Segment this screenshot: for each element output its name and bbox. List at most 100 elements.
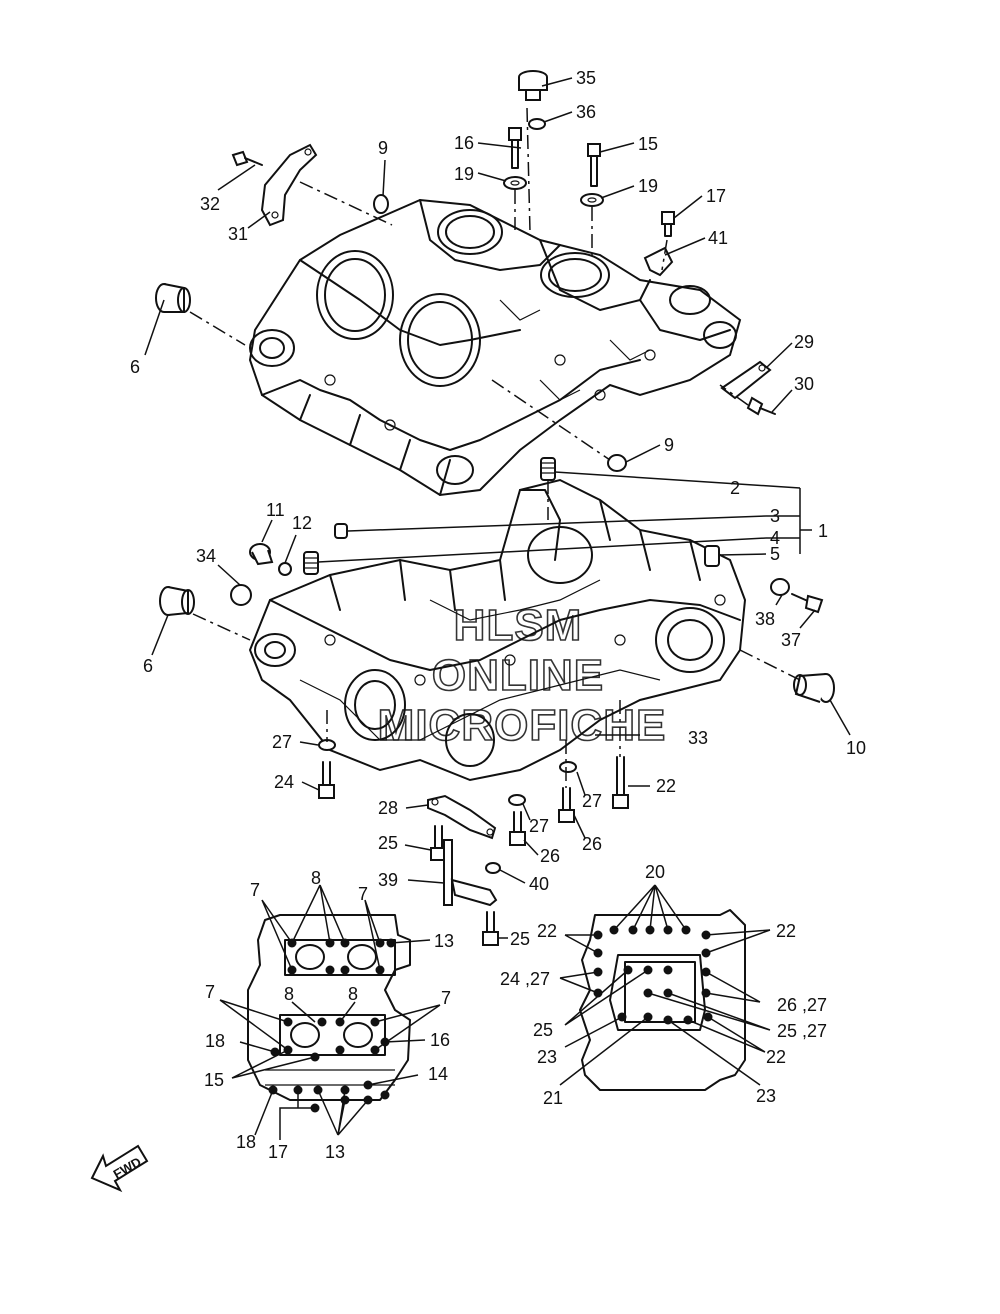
callout-22: 22 <box>766 1047 786 1067</box>
dowel-4 <box>303 551 319 575</box>
callout-27: 27 <box>582 791 602 811</box>
bolt-16 <box>508 127 522 169</box>
callout-34: 34 <box>196 546 216 566</box>
callout-40: 40 <box>529 874 549 894</box>
callout-21: 21 <box>543 1088 563 1108</box>
callout-26: 26 <box>582 834 602 854</box>
callout-24-27: 24 ,27 <box>500 969 550 989</box>
callout-37: 37 <box>781 630 801 650</box>
bushing-10 <box>793 673 835 703</box>
lower-crankcase <box>248 478 747 782</box>
pipe-39 <box>443 839 498 907</box>
callout-24: 24 <box>274 772 294 792</box>
callout-7: 7 <box>358 884 368 904</box>
callout-33: 33 <box>688 728 708 748</box>
bushing-6b <box>159 586 195 616</box>
bracket-41 <box>643 246 674 277</box>
washer-38 <box>770 578 790 596</box>
callout-32: 32 <box>200 194 220 214</box>
washer-19a <box>503 176 527 190</box>
callout-4: 4 <box>770 528 780 548</box>
dowel-2 <box>540 457 556 481</box>
callout-22: 22 <box>776 921 796 941</box>
screw-30 <box>746 396 776 416</box>
callout-9: 9 <box>378 138 388 158</box>
callout-22: 22 <box>656 776 676 796</box>
callout-41: 41 <box>708 228 728 248</box>
bolt-26b <box>509 811 526 846</box>
screw-32 <box>231 150 263 167</box>
callout-39: 39 <box>378 870 398 890</box>
callout-14: 14 <box>428 1064 448 1084</box>
callout-25-27: 25 ,27 <box>777 1021 827 1041</box>
callout-8: 8 <box>348 984 358 1004</box>
callout-31: 31 <box>228 224 248 244</box>
callout-18: 18 <box>236 1132 256 1152</box>
bolt-22 <box>612 756 629 809</box>
callout-20: 20 <box>645 862 665 882</box>
callout-29: 29 <box>794 332 814 352</box>
callout-6: 6 <box>130 357 140 377</box>
washer-27b <box>559 761 577 773</box>
forward-arrow-icon: FWD <box>90 1144 149 1193</box>
callout-23: 23 <box>756 1086 776 1106</box>
callout-17: 17 <box>268 1142 288 1162</box>
bolt-pattern-left <box>219 884 441 1140</box>
callout-17: 17 <box>706 186 726 206</box>
callout-labels: 35 36 16 15 9 19 19 17 32 31 41 29 6 30 … <box>130 68 866 1162</box>
watermark: HLSM ONLINE MICROFICHE <box>377 600 666 751</box>
callout-9: 9 <box>664 435 674 455</box>
callout-13: 13 <box>325 1142 345 1162</box>
callout-19: 19 <box>638 176 658 196</box>
callout-3: 3 <box>770 506 780 526</box>
callout-35: 35 <box>576 68 596 88</box>
bolt-25a <box>430 825 447 861</box>
callout-27: 27 <box>529 816 549 836</box>
callout-28: 28 <box>378 798 398 818</box>
callout-12: 12 <box>292 513 312 533</box>
bushing-6a <box>155 283 191 313</box>
callout-18: 18 <box>205 1031 225 1051</box>
bolt-26a <box>558 787 575 823</box>
callout-36: 36 <box>576 102 596 122</box>
callout-22: 22 <box>537 921 557 941</box>
plug-9a <box>373 194 389 214</box>
callout-23: 23 <box>537 1047 557 1067</box>
callout-7: 7 <box>250 880 260 900</box>
assembly-lines <box>189 107 801 788</box>
callout-6: 6 <box>143 656 153 676</box>
bolt-24 <box>318 761 335 799</box>
washer-19b <box>580 193 604 207</box>
callout-7: 7 <box>205 982 215 1002</box>
callout-25: 25 <box>510 929 530 949</box>
callout-26: 26 <box>540 846 560 866</box>
dowel-3 <box>334 523 348 539</box>
o-ring-36 <box>528 118 546 130</box>
bolt-dots-left <box>268 938 396 1113</box>
watermark-line-1: HLSM <box>454 601 583 650</box>
callout-15: 15 <box>204 1070 224 1090</box>
callout-1: 1 <box>818 521 828 541</box>
callout-30: 30 <box>794 374 814 394</box>
o-ring-12 <box>278 562 292 576</box>
leader-lines <box>144 77 851 939</box>
callout-13: 13 <box>434 931 454 951</box>
callout-19: 19 <box>454 164 474 184</box>
upper-crankcase <box>248 198 742 497</box>
plug-34 <box>230 584 252 606</box>
callout-16: 16 <box>430 1030 450 1050</box>
callout-8: 8 <box>311 868 321 888</box>
bolt-17 <box>661 211 675 237</box>
callout-8: 8 <box>284 984 294 1004</box>
bolt-25b <box>482 911 499 946</box>
bracket-28 <box>427 794 497 840</box>
callout-5: 5 <box>770 544 780 564</box>
callout-26-27: 26 ,27 <box>777 995 827 1015</box>
callout-2: 2 <box>730 478 740 498</box>
callout-7: 7 <box>441 988 451 1008</box>
callout-11: 11 <box>266 500 285 520</box>
dowel-5 <box>704 545 720 567</box>
cap-35 <box>518 70 548 101</box>
bracket-31 <box>260 143 318 227</box>
